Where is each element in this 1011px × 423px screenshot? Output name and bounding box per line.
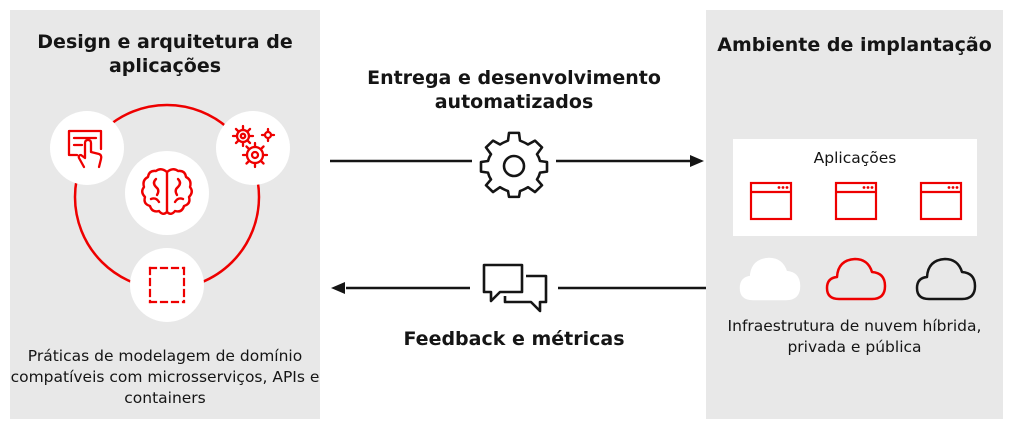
deployment-title: Ambiente de implantação [717,34,992,56]
gears-icon [231,124,276,169]
touch-screen-icon [67,129,103,169]
applications-label: Aplicações [813,149,897,167]
white-cloud-icon [739,257,801,301]
delivery-label: Entrega e desenvolvimento automatizados [367,67,661,113]
black-cloud-icon [915,257,977,301]
design-title: Design e arquitetura de aplicações [37,31,293,77]
feedback-label: Feedback e métricas [403,328,625,350]
app-window-icon [834,181,878,221]
gear-icon [479,131,549,199]
infrastructure-caption: Infraestrutura de nuvem híbrida, privada… [727,317,982,356]
app-window-icon [749,181,793,221]
app-window-icon [919,181,963,221]
selection-frame-icon [148,266,186,304]
brain-icon [141,168,193,215]
chat-bubbles-icon [482,263,548,313]
red-cloud-icon [825,257,887,301]
design-caption: Práticas de modelagem de domínio compatí… [10,347,320,407]
